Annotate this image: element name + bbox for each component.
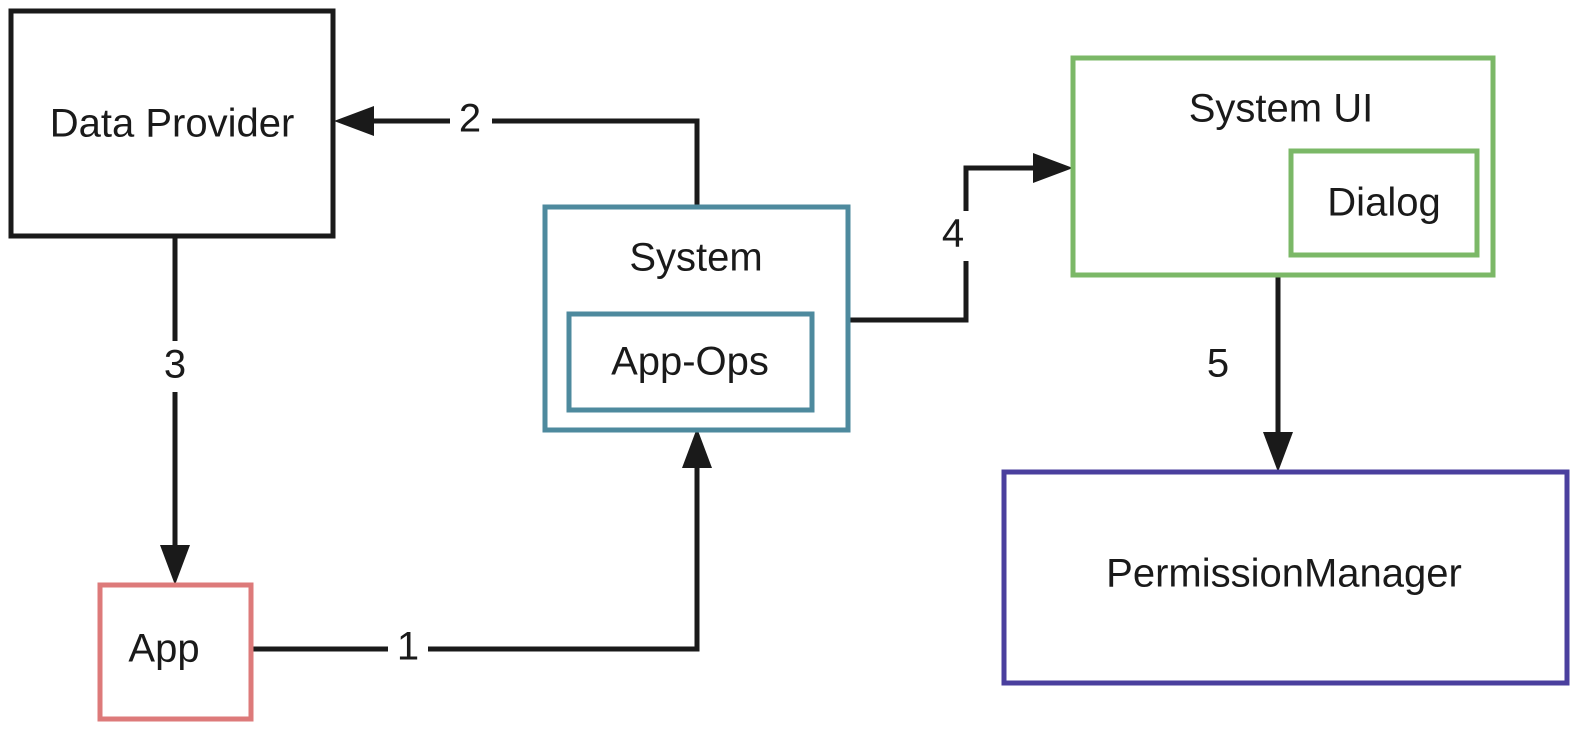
edge-label-4: 4 (942, 212, 964, 256)
edge-1-group (251, 428, 712, 652)
edge-label-5: 5 (1207, 342, 1229, 386)
permission-manager-box[interactable] (1001, 469, 1570, 686)
system-label: System (629, 236, 762, 280)
app-box[interactable] (97, 582, 254, 722)
edge-label-3: 3 (164, 343, 186, 387)
edge-4-segment-lower (848, 261, 969, 323)
edge-label-1: 1 (397, 625, 419, 669)
node-data-provider[interactable]: Data Provider (8, 8, 336, 239)
edge-5-arrowhead (1263, 432, 1293, 472)
node-app[interactable]: App (97, 582, 254, 722)
permission-manager-label: PermissionManager (1106, 552, 1462, 596)
edge-1-segment-right (428, 462, 700, 652)
edge-2-group (334, 106, 700, 207)
dialog-label: Dialog (1327, 181, 1440, 225)
dialog-box[interactable] (1288, 148, 1480, 258)
node-app-ops[interactable]: App-Ops (566, 311, 815, 413)
app-label: App (128, 627, 199, 671)
edge-4-segment-upper (963, 165, 1039, 211)
edge-4-arrowhead (1033, 153, 1073, 183)
app-ops-box[interactable] (566, 311, 815, 413)
edge-1-arrowhead (682, 428, 712, 468)
edge-5-group (1263, 275, 1293, 472)
edge-2-segment-right (492, 118, 700, 207)
system-ui-label: System UI (1189, 87, 1373, 131)
edge-3-group (160, 236, 190, 585)
edge-4-group (848, 153, 1073, 323)
data-provider-box[interactable] (8, 8, 336, 239)
edge-label-2: 2 (459, 97, 481, 141)
data-provider-label: Data Provider (50, 102, 295, 146)
edge-3-arrowhead (160, 545, 190, 585)
app-ops-label: App-Ops (611, 340, 769, 384)
node-permission-manager[interactable]: PermissionManager (1001, 469, 1570, 686)
node-dialog[interactable]: Dialog (1288, 148, 1480, 258)
edge-2-arrowhead (334, 106, 374, 136)
